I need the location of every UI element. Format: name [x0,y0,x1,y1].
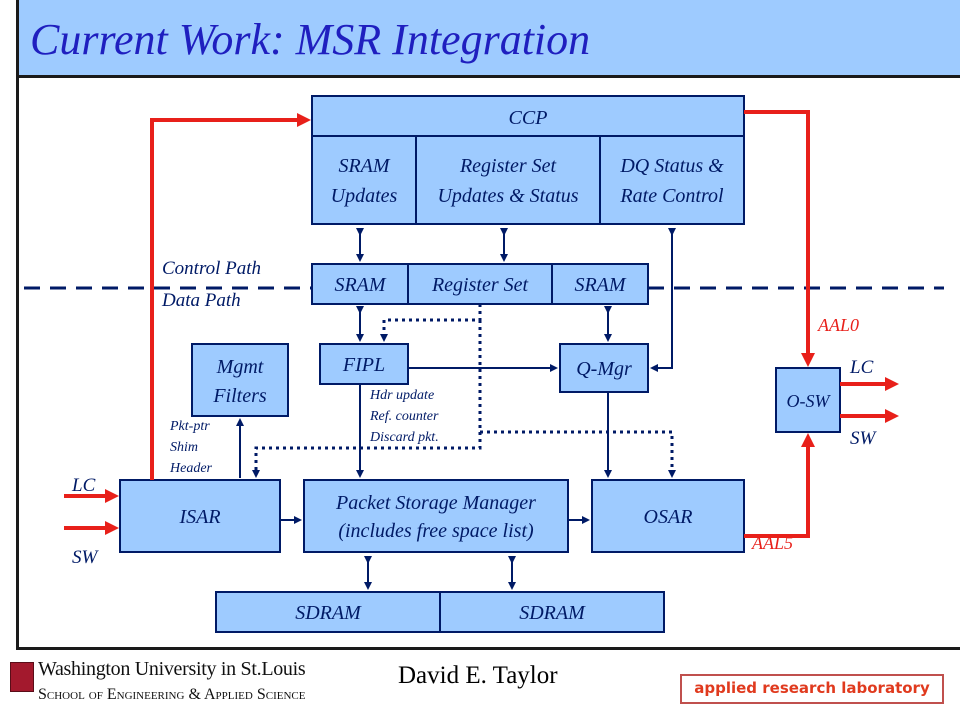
sram-left-box [311,263,409,305]
sram-right-label: SRAM [574,274,626,296]
lab-name: applied research laboratory [694,679,930,697]
university-crest-icon [10,662,34,692]
aal0-label: AAL0 [817,315,859,335]
sdram-right-box [439,591,665,633]
fipl-note-2: Ref. counter [369,409,439,424]
sdram-left-box [215,591,441,633]
lc-out-label: LC [849,357,874,378]
mgmt-filters-box [191,343,289,417]
dotted-control-lines [252,304,676,478]
mgmt-filters-line2: Filters [212,385,267,407]
sdram-left-label: SDRAM [295,602,362,624]
sram-updates-line2: Updates [331,185,398,207]
sram-updates-box [311,135,417,225]
ccp-box [311,95,745,137]
control-path-label: Control Path [162,258,261,279]
dq-status-box [599,135,745,225]
isar-note-3: Header [169,461,213,476]
sram-right-box [551,263,649,305]
mgmt-filters-line1: Mgmt [216,356,264,378]
slide-frame [16,0,960,650]
isar-note-1: Pkt-ptr [169,419,210,434]
register-set-updates-line2: Updates & Status [437,185,578,207]
data-connectors [236,228,676,590]
isar-label: ISAR [178,506,220,528]
title-bar [16,0,960,78]
fipl-note-3: Discard pkt. [369,430,439,445]
register-set-updates-box [415,135,601,225]
o-sw-box [775,367,841,433]
data-path-label: Data Path [161,290,241,311]
lab-badge: applied research laboratory [680,674,944,704]
o-sw-label: O-SW [787,391,832,411]
fipl-label: FIPL [342,354,385,376]
psm-box [303,479,569,553]
slide-title: Current Work: MSR Integration [30,15,591,64]
university-name: Washington University in St.Louis [38,658,306,680]
dq-status-line2: Rate Control [619,185,724,207]
psm-line1: Packet Storage Manager [335,492,536,514]
lc-in-label: LC [71,475,96,496]
psm-line2: (includes free space list) [338,520,534,542]
fipl-note-1: Hdr update [369,388,434,403]
aal5-label: AAL5 [751,533,793,553]
red-link-paths [64,110,899,538]
sw-in-label: SW [72,547,100,568]
dq-status-line1: DQ Status & [619,155,724,177]
ccp-label: CCP [509,107,548,129]
register-set-label: Register Set [431,274,529,296]
school-name: School of Engineering & Applied Science [38,686,306,703]
sw-out-label: SW [850,428,878,449]
isar-note-2: Shim [170,440,198,455]
q-mgr-box [559,343,649,393]
register-set-updates-line1: Register Set [459,155,557,177]
author-name: David E. Taylor [398,662,558,689]
sdram-right-label: SDRAM [519,602,586,624]
university-logo: Washington University in St.Louis School… [10,658,320,714]
q-mgr-label: Q-Mgr [576,358,632,380]
isar-box [119,479,281,553]
sram-left-label: SRAM [334,274,386,296]
osar-box [591,479,745,553]
register-set-box [407,263,553,305]
fipl-box [319,343,409,385]
osar-label: OSAR [644,506,693,528]
sram-updates-line1: SRAM [338,155,390,177]
